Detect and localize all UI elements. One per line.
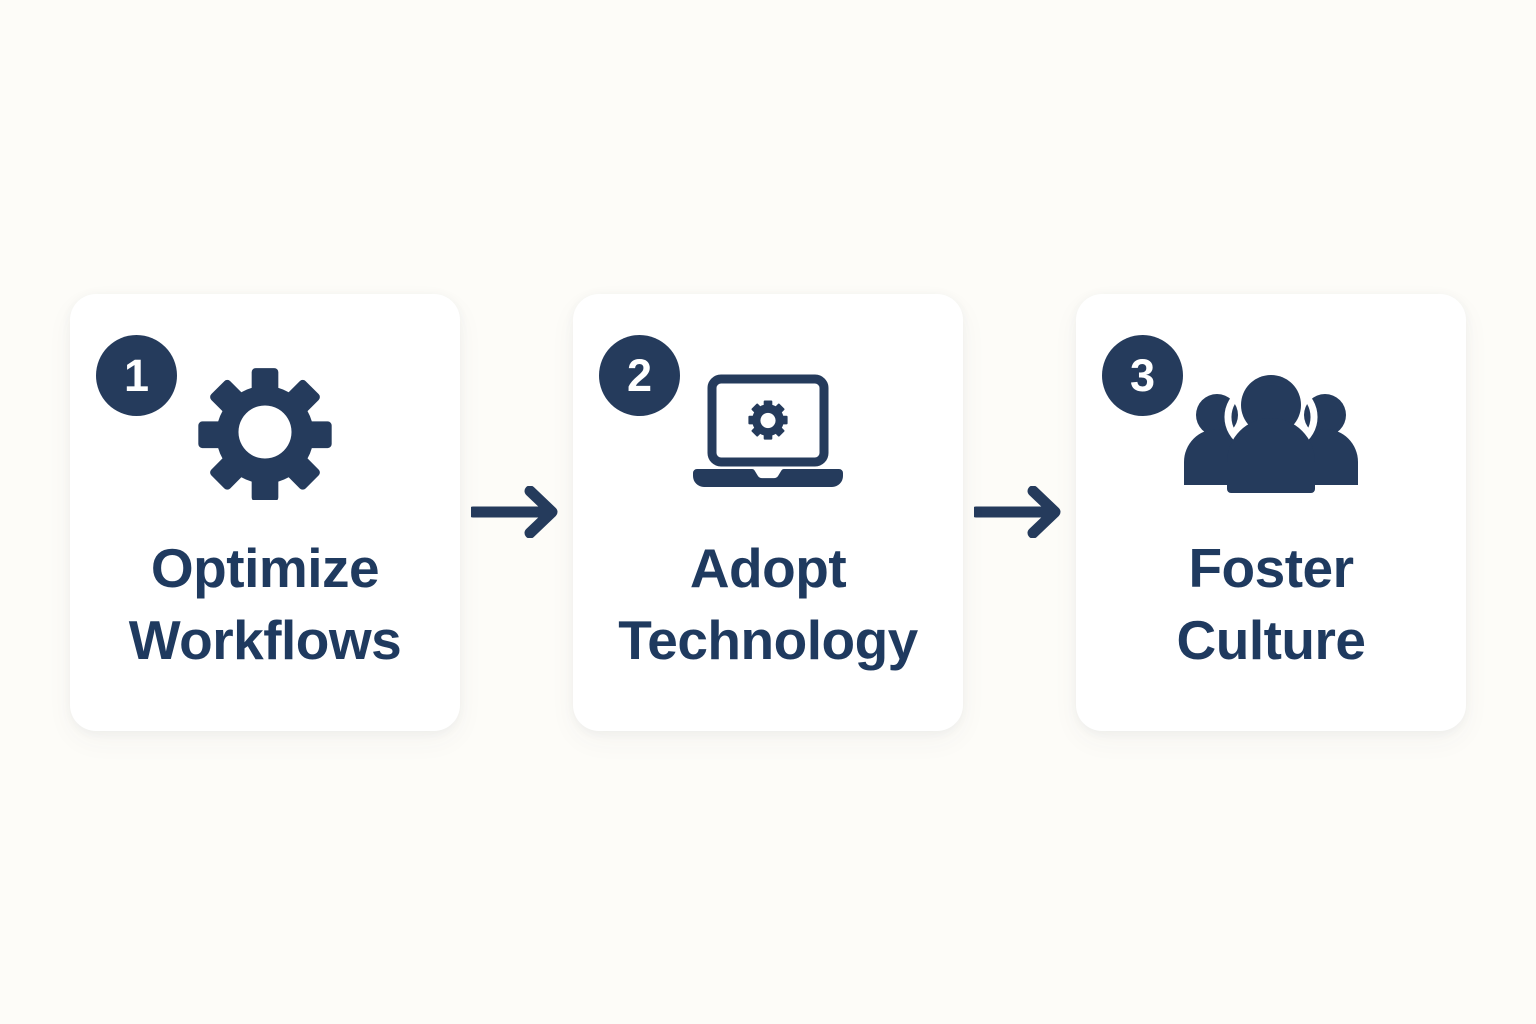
laptop-gear-icon — [573, 352, 963, 512]
arrow-right-icon — [963, 486, 1076, 538]
step-label-1: Optimize Workflows — [128, 536, 402, 671]
step-badge-3: 3 — [1102, 334, 1183, 416]
arrow-right-icon — [460, 486, 573, 538]
step-label-2: Adopt Technology — [618, 536, 918, 671]
step-badge-2: 2 — [599, 334, 680, 416]
step-card-1[interactable]: 1 Optimize Workflows — [70, 293, 460, 731]
gear-icon — [70, 352, 460, 512]
step-label-3: Foster Culture — [1176, 536, 1367, 671]
people-group-icon — [1076, 352, 1466, 512]
step-card-2[interactable]: 2 Adopt Technology — [573, 293, 963, 731]
step-badge-1: 1 — [96, 334, 177, 416]
step-card-3[interactable]: 3 — [1076, 293, 1466, 731]
